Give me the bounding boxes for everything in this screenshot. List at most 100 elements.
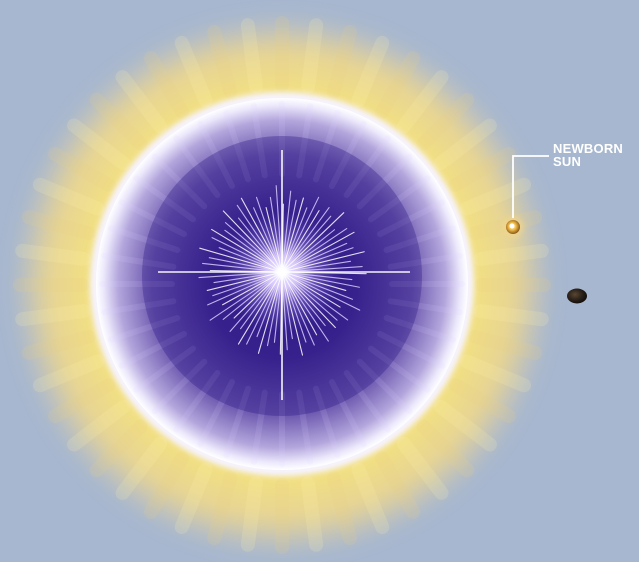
ray (468, 329, 543, 360)
ray (283, 275, 315, 346)
ray (351, 462, 390, 535)
ray (284, 231, 355, 271)
ray (281, 190, 292, 269)
ray (328, 379, 367, 448)
ray (283, 210, 320, 270)
ray (448, 147, 516, 192)
ray (433, 118, 497, 171)
ray (240, 274, 281, 330)
ray (115, 436, 168, 500)
ray (101, 298, 177, 316)
ray (237, 217, 281, 270)
ray (283, 274, 318, 336)
ray (284, 229, 336, 271)
ray (48, 147, 116, 192)
ray (222, 273, 280, 320)
ray (222, 210, 280, 270)
ray (118, 330, 187, 369)
ray (283, 196, 320, 269)
ray (473, 304, 549, 327)
ray (383, 314, 457, 343)
ray (236, 204, 281, 270)
ray (206, 272, 279, 291)
ray (223, 385, 252, 459)
ray (377, 199, 446, 238)
ray (107, 225, 181, 254)
ray (202, 262, 279, 273)
ray (284, 212, 345, 270)
ray (197, 120, 236, 189)
ray (133, 345, 197, 393)
ray (284, 274, 338, 321)
ray (133, 175, 197, 223)
ray (396, 436, 449, 500)
star-rays (198, 185, 367, 356)
ray (255, 196, 282, 269)
ray (356, 153, 413, 210)
ray (199, 247, 279, 272)
ray (144, 451, 189, 519)
ray (296, 103, 314, 179)
ray (240, 18, 263, 94)
ray (89, 419, 148, 478)
ray (375, 451, 420, 519)
ray (197, 379, 236, 448)
ray (285, 242, 348, 271)
ray (282, 197, 304, 269)
ray (387, 298, 463, 316)
ray (211, 228, 280, 271)
ray (285, 272, 353, 300)
ray (209, 273, 280, 321)
ray (312, 385, 341, 459)
ray (343, 369, 391, 433)
ray (233, 274, 280, 319)
ray (282, 207, 308, 269)
ray (285, 260, 352, 272)
ray (15, 243, 91, 266)
ray (433, 399, 497, 452)
ray (275, 185, 283, 269)
ray (253, 207, 281, 269)
ray (283, 274, 326, 327)
ray (301, 18, 324, 94)
ray (285, 266, 363, 273)
star-center (278, 268, 286, 276)
ray (282, 275, 307, 343)
starburst-icon (158, 150, 410, 400)
ray (459, 177, 532, 216)
ray (282, 275, 304, 356)
ray (32, 354, 105, 393)
ray (229, 274, 280, 332)
ray (284, 228, 348, 271)
cloud-streaks (99, 101, 465, 467)
ray (250, 389, 268, 465)
ray (281, 275, 288, 351)
ray (285, 251, 365, 272)
ray (207, 471, 238, 546)
ray (284, 273, 349, 321)
ray (283, 206, 330, 270)
ray (151, 358, 208, 415)
ray (257, 275, 282, 354)
ray (285, 272, 360, 288)
ray (224, 222, 280, 270)
ray (285, 273, 361, 311)
ray (326, 471, 357, 546)
ray (212, 272, 279, 297)
ray (448, 378, 516, 423)
newborn-sun-label: NEWBORN SUN (553, 141, 624, 169)
ray (367, 345, 431, 393)
ray (283, 274, 329, 342)
ray (174, 35, 213, 108)
ray (173, 135, 221, 199)
ray (237, 274, 281, 345)
ray (246, 275, 281, 345)
ray (32, 177, 105, 216)
ray (174, 462, 213, 535)
ray (282, 275, 293, 340)
ray (301, 476, 324, 552)
ray (273, 275, 283, 343)
ray (21, 329, 96, 360)
ray (48, 378, 116, 423)
